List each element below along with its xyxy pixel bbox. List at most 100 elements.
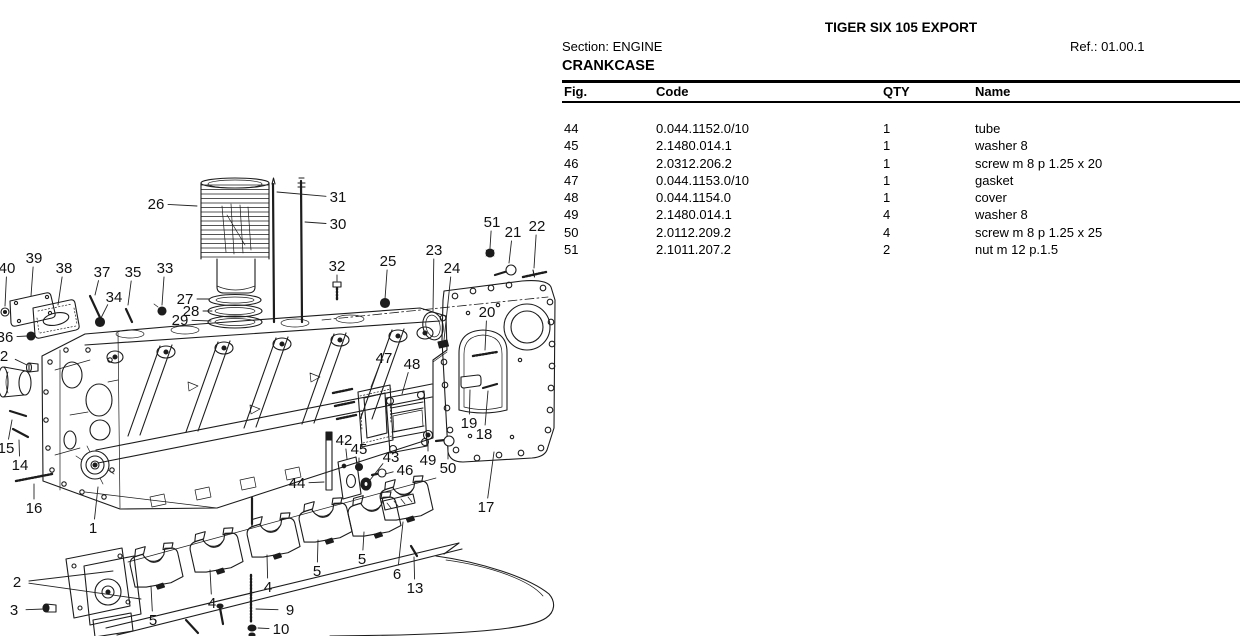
table-cell: screw m 8 p 1.25 x 20 [975, 155, 1103, 171]
callout-leader-14 [18, 439, 20, 457]
callout-leader-29 [191, 319, 212, 322]
callout-1: 1 [89, 520, 97, 537]
table-cell: washer 8 [975, 207, 1028, 223]
callout-39: 39 [26, 250, 43, 267]
callout-leader-10 [257, 627, 270, 630]
callout-2: 2 [0, 348, 8, 365]
table-cell: gasket [975, 172, 1014, 188]
callout-45: 45 [351, 441, 368, 458]
callout-leader-20 [484, 320, 487, 351]
callout-leader-18 [484, 390, 489, 426]
callout-37: 37 [94, 264, 111, 281]
table-cell: 0.044.1154.0 [656, 190, 731, 206]
callout-15: 15 [0, 440, 14, 457]
callout-leader-15 [8, 419, 13, 440]
table-cell: 51 [564, 242, 579, 258]
callout-leader-2 [28, 582, 142, 600]
callout-34: 34 [106, 289, 123, 306]
col-header-qty: QTY [883, 84, 910, 99]
callout-leader-2 [14, 358, 28, 366]
callout-36: 36 [0, 329, 13, 346]
parts-document: TIGER SIX 105 EXPORT Section: ENGINE Ref… [562, 0, 1240, 636]
callout-leader-25 [384, 269, 388, 300]
callout-leader-34 [100, 304, 109, 319]
callout-3: 3 [10, 602, 18, 619]
doc-subtitle: CRANKCASE [562, 58, 655, 74]
callout-5: 5 [313, 563, 321, 580]
table-cell: nut m 12 p.1.5 [975, 242, 1059, 258]
callout-leader-5 [316, 539, 319, 563]
callout-leader-23 [432, 258, 435, 312]
callout-9: 9 [286, 602, 294, 619]
callout-leader-51 [489, 230, 492, 249]
callout-50: 50 [440, 460, 457, 477]
table-cell: 2.1480.014.1 [656, 138, 732, 154]
deck-hardware-drawing [332, 281, 391, 309]
ref-label: Ref.: 01.00.1 [1070, 39, 1145, 54]
callout-46: 46 [397, 462, 414, 479]
gasket-cover-drawing [357, 384, 430, 454]
callout-24: 24 [444, 260, 461, 277]
callout-5: 5 [149, 612, 157, 629]
table-cell: 44 [564, 121, 579, 136]
callout-42: 42 [336, 432, 353, 449]
callout-leader-46 [384, 471, 394, 475]
callout-43: 43 [383, 449, 400, 466]
callout-40: 40 [0, 260, 15, 277]
callout-16: 16 [26, 500, 43, 517]
callout-38: 38 [56, 260, 73, 277]
callout-leader-13 [413, 556, 416, 580]
callout-49: 49 [420, 452, 437, 469]
callout-leader-44 [308, 481, 325, 484]
callout-30: 30 [330, 216, 347, 233]
callout-10: 10 [273, 621, 290, 636]
callout-4: 4 [264, 579, 272, 596]
callout-47: 47 [376, 350, 393, 367]
table-cell: washer 8 [975, 138, 1028, 154]
table-cell: 47 [564, 172, 579, 188]
callout-17: 17 [478, 499, 495, 516]
callout-2: 2 [13, 574, 21, 591]
callout-leader-5 [362, 531, 365, 551]
callout-51: 51 [484, 214, 501, 231]
table-cell: 1 [883, 155, 891, 171]
table-cell: 48 [564, 190, 579, 206]
callout-leader-17 [487, 451, 495, 499]
callout-leader-47 [370, 365, 380, 388]
callout-13: 13 [407, 580, 424, 597]
callout-19: 19 [461, 415, 478, 432]
callout-leader-6 [397, 521, 404, 566]
left-small-parts-drawing [0, 362, 54, 483]
callout-leader-9 [255, 608, 279, 611]
cylinder-liner-drawing [200, 177, 270, 294]
callout-27: 27 [177, 291, 194, 308]
table-cell: cover [975, 190, 1007, 206]
callout-31: 31 [330, 189, 347, 206]
table-cell: 4 [883, 224, 891, 240]
callout-leader-4 [209, 569, 212, 595]
callout-48: 48 [404, 356, 421, 373]
callout-26: 26 [148, 196, 165, 213]
callout-6: 6 [393, 566, 401, 583]
front-support-drawing [42, 547, 225, 636]
table-cell: 2.0112.209.2 [656, 224, 731, 240]
table-cell: 1 [883, 121, 891, 136]
bearing-caps-drawing [126, 473, 437, 594]
callout-5: 5 [358, 551, 366, 568]
table-cell: 1 [883, 190, 891, 206]
callout-leader-38 [57, 276, 63, 306]
page-title: TIGER SIX 105 EXPORT [824, 20, 978, 35]
table-cell: tube [975, 121, 1001, 136]
callout-20: 20 [479, 304, 496, 321]
callout-4: 4 [208, 595, 216, 612]
callout-28: 28 [183, 303, 200, 320]
